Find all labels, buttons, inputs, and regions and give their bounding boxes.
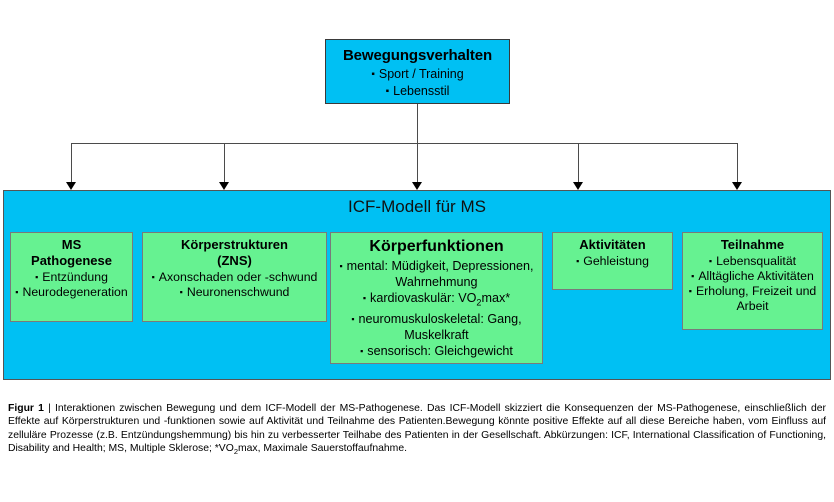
figure-label: Figur 1 [8,403,44,414]
caption-text: Interaktionen zwischen Bewegung und dem … [8,403,826,455]
caption-text-tail: max, Maximale Sauerstoffaufnahme. [237,443,407,455]
bewegungsverhalten-box: Bewegungsverhalten Sport / Training Lebe… [325,39,510,104]
icf-model-title: ICF-Modell für MS [348,197,486,216]
arrow-head-3 [412,182,422,190]
connector-drop-2 [224,143,225,183]
domain-box-aktivitaeten: Aktivitäten Gehleistung [552,232,673,290]
list-item: Neurodegeneration [14,285,129,300]
kardio-suffix: max* [481,291,511,305]
domain-box-title: Körperstrukturen (ZNS) [181,237,288,268]
caption-subscript: 2 [233,447,238,457]
domain-box-title: Aktivitäten [579,237,646,252]
domain-box-title: Körperfunktionen [369,238,504,255]
domain-box-list: Axonschaden oder -schwund Neuronenschwun… [146,270,323,300]
caption-separator: | [43,403,56,414]
list-item: Sport / Training [326,66,509,83]
domain-box-title: MS Pathogenese [31,237,112,268]
list-item: Lebensqualität [686,254,819,269]
connector-stem [417,104,418,144]
list-item: Entzündung [14,270,129,285]
arrow-head-5 [732,182,742,190]
kardio-prefix: kardiovaskulär: VO [370,291,477,305]
connector-drop-1 [71,143,72,183]
domain-box-koerperstrukturen: Körperstrukturen (ZNS) Axonschaden oder … [142,232,327,322]
bewegungsverhalten-list: Sport / Training Lebensstil [326,66,509,100]
list-item: Gehleistung [556,254,669,269]
list-item: Neuronenschwund [146,285,323,300]
domain-box-list: Gehleistung [556,254,669,269]
kardio-subscript: 2 [476,297,482,308]
figure-caption: Figur 1 | Interaktionen zwischen Bewegun… [8,402,826,459]
arrow-head-2 [219,182,229,190]
list-item: neuromuskuloskeletal: Gang, Muskelkraft [334,311,539,343]
domain-box-list: Entzündung Neurodegeneration [14,270,129,300]
connector-bus [71,143,738,144]
list-item: mental: Müdigkeit, Depressionen, Wahrneh… [334,258,539,290]
domain-box-ms-pathogenese: MS Pathogenese Entzündung Neurodegenerat… [10,232,133,322]
list-item-vo2max: kardiovaskulär: VO2max* [334,290,539,311]
domain-box-teilnahme: Teilnahme Lebensqualität Alltägliche Akt… [682,232,823,330]
domain-box-koerperfunktionen: Körperfunktionen mental: Müdigkeit, Depr… [330,232,543,364]
bewegungsverhalten-title: Bewegungsverhalten [342,47,493,64]
list-item: Lebensstil [326,83,509,100]
list-item: Alltägliche Aktivitäten [686,269,819,284]
arrow-head-1 [66,182,76,190]
list-item: Axonschaden oder -schwund [146,270,323,285]
domain-box-list: mental: Müdigkeit, Depressionen, Wahrneh… [334,258,539,359]
list-item: sensorisch: Gleichgewicht [334,343,539,359]
arrow-head-4 [573,182,583,190]
connector-drop-5 [737,143,738,183]
domain-box-list: Lebensqualität Alltägliche Aktivitäten E… [686,254,819,314]
domain-box-title: Teilnahme [720,237,785,252]
connector-drop-3 [417,143,418,183]
list-item: Erholung, Freizeit und Arbeit [686,284,819,314]
connector-drop-4 [578,143,579,183]
